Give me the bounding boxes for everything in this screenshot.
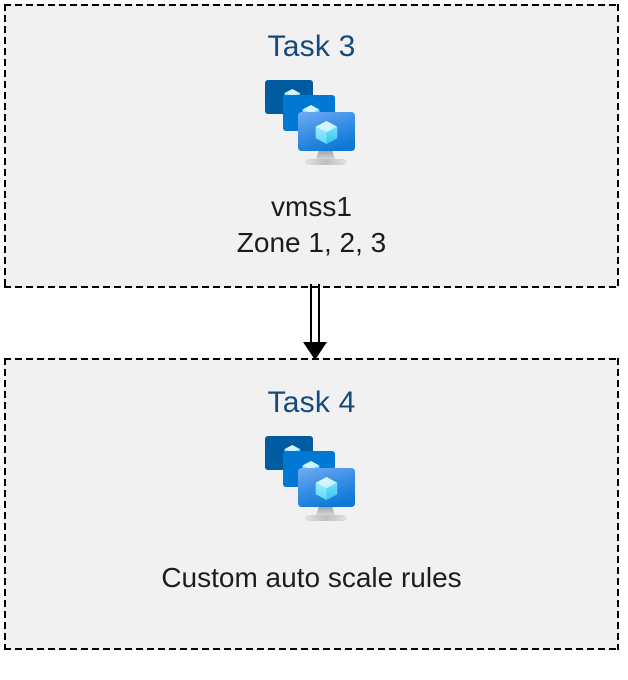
task-3-labels: vmss1 Zone 1, 2, 3 — [237, 189, 386, 261]
task-3-label-0: vmss1 — [271, 191, 352, 222]
task-4-content: Task 4 — [4, 358, 619, 680]
vm-scale-set-icon — [257, 432, 367, 528]
connector-arrow-task3-to-task4 — [303, 284, 327, 360]
task-4-label-0: Custom auto scale rules — [161, 562, 462, 593]
task-3-content: Task 3 — [4, 4, 619, 316]
vm-scale-set-icon — [257, 76, 367, 172]
task-4-title: Task 4 — [267, 386, 356, 419]
monitor-front — [297, 468, 355, 507]
task-box-task-3[interactable]: Task 3 — [4, 4, 619, 288]
task-3-title: Task 3 — [267, 30, 356, 63]
task-3-label-1: Zone 1, 2, 3 — [236, 227, 387, 258]
arrowhead-icon — [303, 342, 327, 360]
monitor-front — [297, 112, 355, 151]
task-4-labels: Custom auto scale rules — [161, 560, 461, 596]
task-box-task-4[interactable]: Task 4 — [4, 358, 619, 650]
diagram-canvas: Task 3 — [4, 4, 619, 650]
